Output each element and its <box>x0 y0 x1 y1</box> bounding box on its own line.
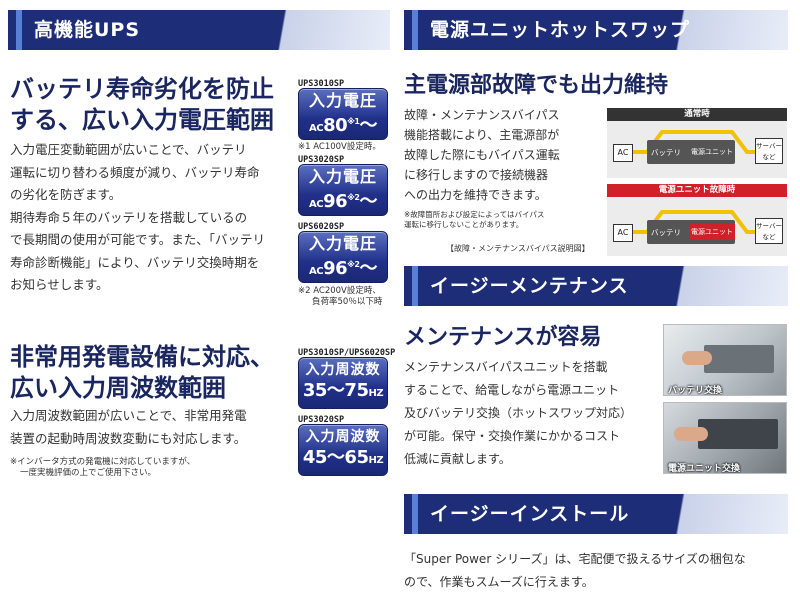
server-box: サーバー など <box>755 218 783 244</box>
header-sheen <box>608 494 788 534</box>
input-frequency-badge: 入力周波数 35～75HZ <box>298 357 388 409</box>
model-label: UPS3010SP <box>298 79 345 89</box>
section-header-easy-maintenance: イージーメンテナンス <box>404 266 788 306</box>
ac-box: AC <box>613 144 633 162</box>
voltage-heading: バッテリ寿命劣化を防止 する、広い入力電圧範囲 <box>10 75 274 134</box>
section-header-easy-install: イージーインストール <box>404 494 788 534</box>
input-voltage-badge: 入力電圧 AC96※2～268V <box>298 231 388 304</box>
model-label: UPS3010SP/UPS6020SP <box>298 348 396 358</box>
input-voltage-badge: 入力電圧 AC96※2～276V <box>298 164 388 237</box>
maintenance-heading: メンテナンスが容易 <box>404 325 602 350</box>
rack-shape <box>698 419 778 449</box>
failover-heading: 主電源部故障でも出力維持 <box>404 73 669 98</box>
fault-flow-lines <box>631 210 759 234</box>
ac-box: AC <box>613 224 633 242</box>
voltage-body: 入力電圧変動範囲が広いことで、バッテリ 運転に切り替わる頻度が減り、バッテリ寿命… <box>10 142 266 292</box>
model-label: UPS3020SP <box>298 155 345 165</box>
failover-body: 故障・メンテナンスバイパス 機能搭載により、主電源部が 故障した際にもバイパス運… <box>404 108 560 202</box>
header-accent-bar <box>412 494 418 534</box>
frequency-note: ※インバータ方式の発電機に対応していますが、 一度実機評価の上でご使用下さい。 <box>10 457 196 478</box>
hand-shape <box>674 427 708 441</box>
battery-replacement-photo: バッテリ交換 <box>663 324 787 396</box>
fault-panel: 電源ユニット故障時 AC バッテリ 電源ユニット サーバー など <box>607 184 787 256</box>
model-label: UPS6020SP <box>298 222 345 232</box>
diagram-caption: 【故障・メンテナンスバイパス説明図】 <box>446 244 590 253</box>
section-header-hot-swap: 電源ユニットホットスワップ <box>404 10 788 50</box>
install-body: 「Super Power シリーズ」は、宅配便で扱えるサイズの梱包な ので、作業… <box>404 552 746 589</box>
rack-shape <box>704 345 774 373</box>
fault-label-bar: 電源ユニット故障時 <box>607 184 787 197</box>
bypass-diagram: 通常時 AC バッテリ 電源ユニット サーバー など 電源ユニット故障時 AC … <box>607 108 787 258</box>
header-sheen <box>608 266 788 306</box>
header-sheen <box>210 10 390 50</box>
section-title: 高機能UPS <box>34 19 141 41</box>
server-box: サーバー など <box>755 138 783 164</box>
power-unit-replacement-photo: 電源ユニット交換 <box>663 402 787 474</box>
note-1: ※1 AC100V設定時。 <box>298 142 381 152</box>
header-accent-bar <box>412 266 418 306</box>
input-frequency-badge: 入力周波数 45～65HZ <box>298 424 388 476</box>
normal-panel: 通常時 AC バッテリ 電源ユニット サーバー など <box>607 108 787 178</box>
failed-power-unit: 電源ユニット <box>689 224 735 240</box>
ups-unit: バッテリ 電源ユニット <box>647 220 735 244</box>
note-2: ※2 AC200V設定時、 負荷率50％以下時 <box>298 286 383 307</box>
section-title: 電源ユニットホットスワップ <box>430 19 691 41</box>
header-accent-bar <box>16 10 22 50</box>
input-voltage-badge: 入力電圧 AC80※1～146V <box>298 88 388 161</box>
normal-flow-lines <box>631 130 759 154</box>
failover-note: ※故障箇所および設定によってはバイパス 運転に移行しないことがあります。 <box>404 210 545 229</box>
model-label: UPS3020SP <box>298 415 345 425</box>
section-title: イージーメンテナンス <box>430 275 629 297</box>
normal-label-bar: 通常時 <box>607 108 787 121</box>
header-accent-bar <box>412 10 418 50</box>
section-header-high-performance-ups: 高機能UPS <box>8 10 390 50</box>
maintenance-body: メンテナンスバイパスユニットを搭載 することで、給電しながら電源ユニット 及びバ… <box>404 360 633 466</box>
frequency-heading: 非常用発電設備に対応、 広い入力周波数範囲 <box>10 343 274 402</box>
section-title: イージーインストール <box>430 503 630 525</box>
hand-shape <box>682 351 712 365</box>
header-sheen <box>608 10 788 50</box>
frequency-body: 入力周波数範囲が広いことで、非常用発電 装置の起動時周波数変動にも対応します。 <box>10 408 247 446</box>
ups-unit: バッテリ 電源ユニット <box>647 140 735 164</box>
